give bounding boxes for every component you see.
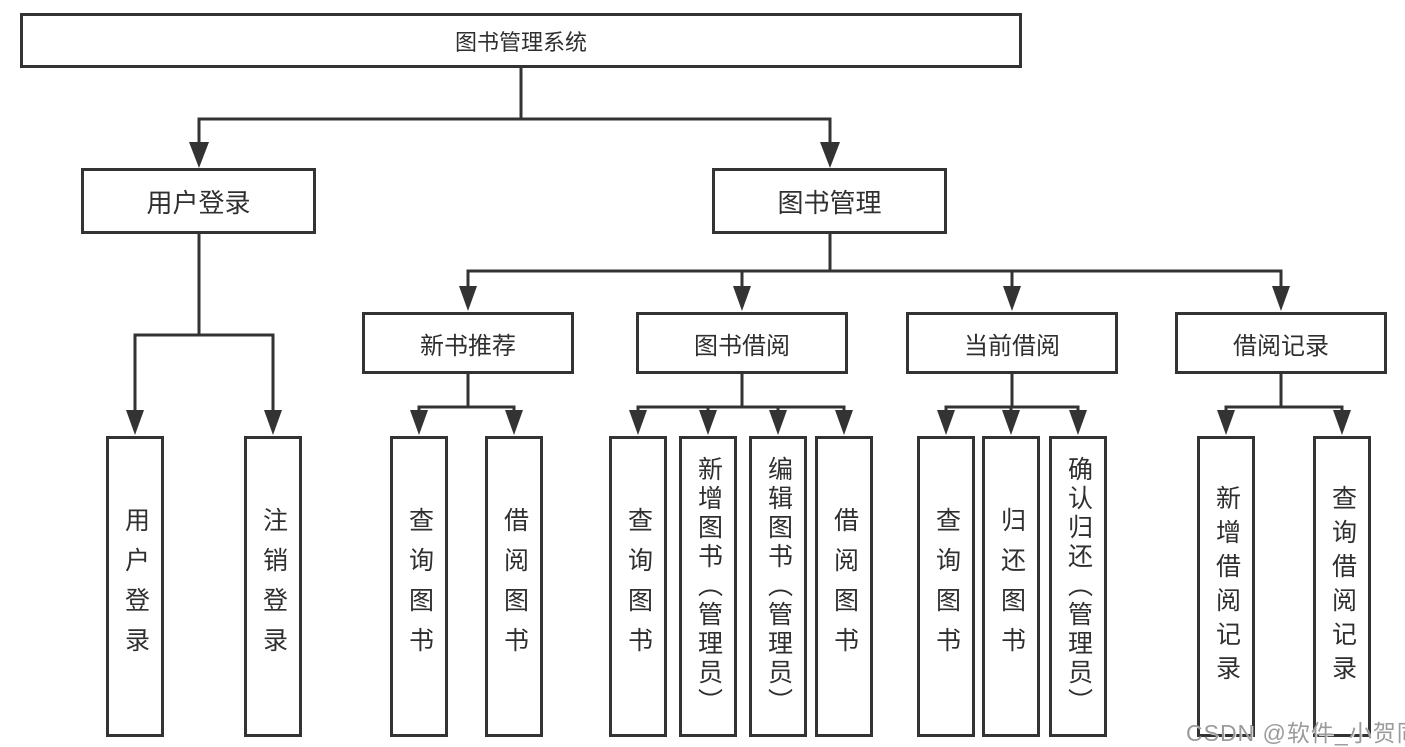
leaf-logout: 注销登录 bbox=[244, 436, 302, 737]
csdn-watermark: CSDN @软件_小贺同学 bbox=[1186, 720, 1405, 746]
leaf-user-login: 用户登录 bbox=[106, 436, 164, 737]
leaf-label: 查询图书 bbox=[624, 506, 653, 667]
node-library-management-system: 图书管理系统 bbox=[20, 13, 1022, 68]
leaf-return-books: 归还图书 bbox=[982, 436, 1040, 737]
leaf-label: 用户登录 bbox=[121, 506, 150, 667]
leaf-label: 确认归还（管理员） bbox=[1064, 456, 1093, 717]
leaf-label: 查询借阅记录 bbox=[1328, 484, 1357, 689]
arrowheads bbox=[126, 142, 1351, 435]
leaf-query-borrow-record: 查询借阅记录 bbox=[1313, 436, 1371, 737]
leaf-label: 新增借阅记录 bbox=[1212, 484, 1241, 689]
leaf-confirm-return-admin: 确认归还（管理员） bbox=[1049, 436, 1107, 737]
leaf-add-book-admin: 新增图书（管理员） bbox=[679, 436, 737, 737]
node-book-borrow: 图书借阅 bbox=[636, 312, 848, 374]
leaf-label: 注销登录 bbox=[259, 506, 288, 667]
node-new-book-recommend: 新书推荐 bbox=[362, 312, 574, 374]
leaf-label: 查询图书 bbox=[405, 506, 434, 667]
node-label: 图书管理系统 bbox=[454, 29, 587, 55]
node-user-login-branch: 用户登录 bbox=[81, 168, 316, 234]
node-borrow-records: 借阅记录 bbox=[1175, 312, 1387, 374]
node-label: 图书借阅 bbox=[694, 332, 790, 360]
leaf-label: 借阅图书 bbox=[500, 506, 529, 667]
leaf-query-books-current: 查询图书 bbox=[917, 436, 975, 737]
leaf-label: 编辑图书（管理员） bbox=[764, 456, 793, 717]
node-current-borrow: 当前借阅 bbox=[906, 312, 1118, 374]
node-label: 图书管理 bbox=[777, 187, 882, 218]
leaf-label: 借阅图书 bbox=[830, 506, 859, 667]
leaf-label: 新增图书（管理员） bbox=[694, 456, 723, 717]
leaf-query-books-borrow: 查询图书 bbox=[609, 436, 667, 737]
node-label: 用户登录 bbox=[146, 187, 251, 218]
leaf-label: 查询图书 bbox=[932, 506, 961, 667]
leaf-query-books-recommend: 查询图书 bbox=[390, 436, 448, 737]
leaf-borrow-books: 借阅图书 bbox=[815, 436, 873, 737]
leaf-borrow-books-recommend: 借阅图书 bbox=[485, 436, 543, 737]
node-label: 新书推荐 bbox=[420, 332, 516, 360]
leaf-label: 归还图书 bbox=[997, 506, 1026, 667]
node-label: 当前借阅 bbox=[964, 332, 1060, 360]
leaf-edit-book-admin: 编辑图书（管理员） bbox=[749, 436, 807, 737]
node-label: 借阅记录 bbox=[1233, 332, 1329, 360]
leaf-add-borrow-record: 新增借阅记录 bbox=[1197, 436, 1255, 737]
node-book-management-branch: 图书管理 bbox=[712, 168, 947, 234]
